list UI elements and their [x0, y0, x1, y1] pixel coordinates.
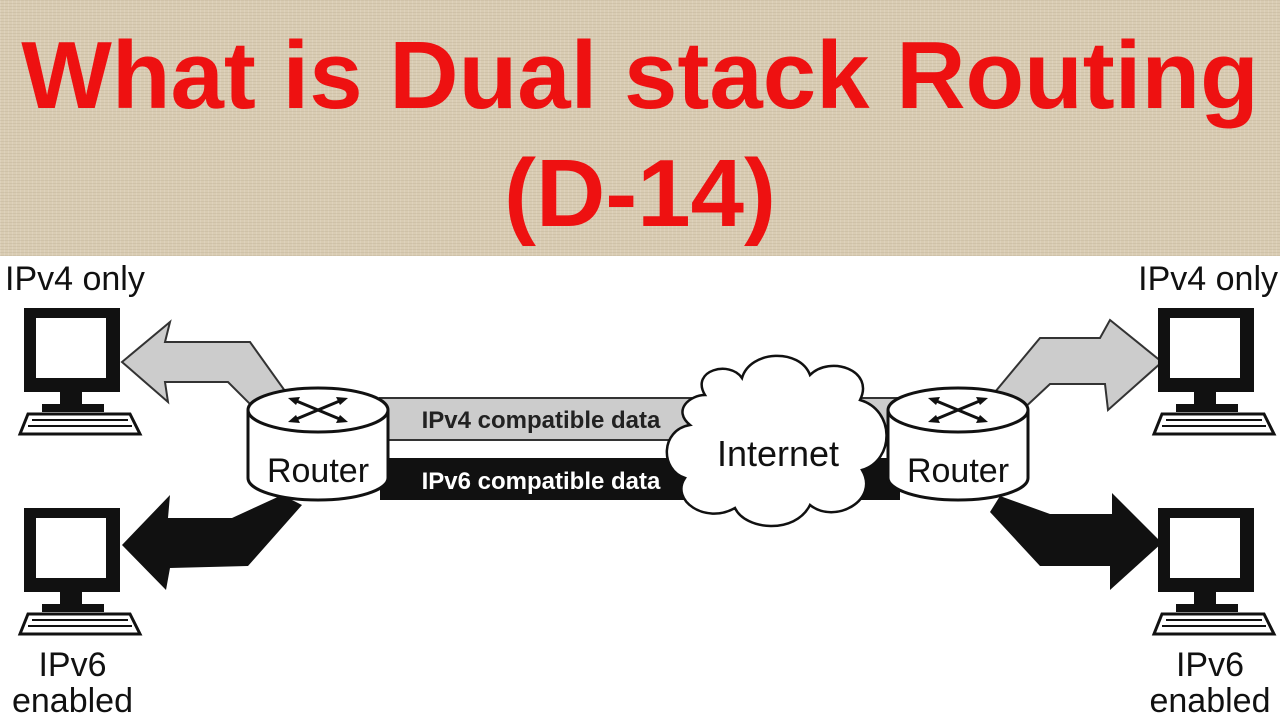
label-ipv6-left-line2: enabled — [11, 681, 133, 720]
title-line-1: What is Dual stack Routing — [21, 22, 1259, 129]
cloud-icon — [665, 354, 888, 528]
monitor-icon — [18, 306, 142, 436]
ipv6-path-label: IPv6 compatible data — [422, 468, 661, 495]
arrow-icon — [122, 495, 302, 590]
internet-label: Internet — [717, 433, 839, 474]
dual-stack-diagram: Router Router IPv4 compatible data IPv6 … — [18, 306, 1276, 636]
ipv4-path-label: IPv4 compatible data — [422, 407, 661, 434]
title-banner: What is Dual stack Routing (D-14) — [0, 0, 1280, 256]
monitor-icon — [1152, 306, 1276, 436]
arrow-icon — [988, 318, 1164, 414]
router-right-label: Router — [907, 452, 1009, 490]
label-ipv6-right: IPv6 enabled — [1140, 646, 1280, 720]
label-ipv4-right: IPv4 only — [1138, 260, 1278, 298]
monitor-icon — [1152, 506, 1276, 636]
label-ipv6-right-line1: IPv6 — [1175, 646, 1245, 684]
arrow-icon — [120, 319, 292, 418]
label-ipv4-left: IPv4 only — [5, 260, 145, 298]
router-left-label: Router — [267, 452, 369, 490]
monitor-icon — [18, 506, 142, 636]
arrow-icon — [990, 493, 1162, 590]
label-ipv6-right-line2: enabled — [1149, 681, 1271, 720]
title-line-2: (D-14) — [503, 140, 776, 247]
label-ipv6-left-line1: IPv6 — [38, 646, 107, 684]
label-ipv6-left: IPv6 enabled — [0, 646, 145, 720]
